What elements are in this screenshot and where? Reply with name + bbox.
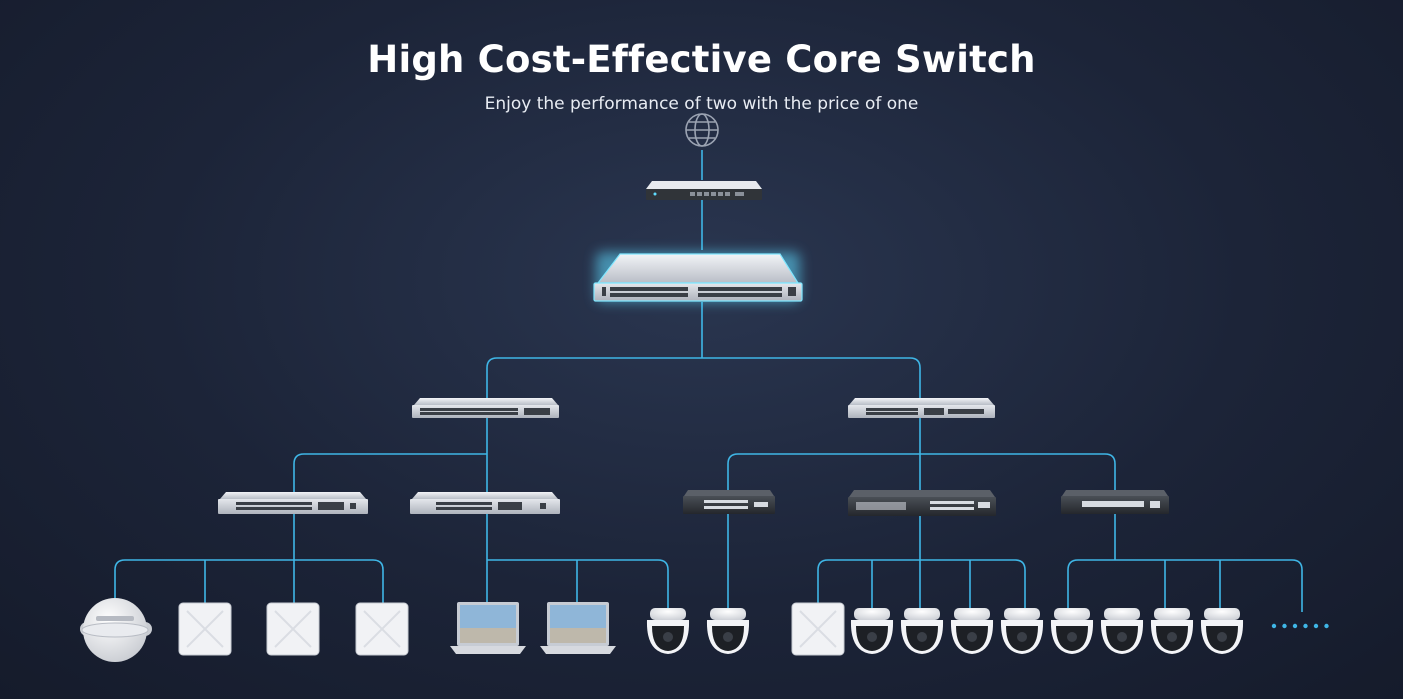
dome-camera-5	[950, 608, 994, 654]
dome-camera-6	[1000, 608, 1044, 654]
dome-camera-4	[900, 608, 944, 654]
globe-icon	[685, 113, 719, 147]
access-switch-1	[218, 492, 368, 514]
link-access4-endpoints	[817, 516, 1026, 608]
access-switch-3	[683, 490, 775, 514]
page-title: High Cost-Effective Core Switch	[367, 38, 1036, 81]
access-switch-5	[1061, 490, 1169, 514]
links	[114, 150, 1303, 612]
dome-camera-7	[1050, 608, 1094, 654]
link-agg-right-access	[727, 418, 1116, 490]
link-core-aggregation	[486, 302, 921, 398]
dome-camera-8	[1100, 608, 1144, 654]
outdoor-access-point	[80, 598, 152, 662]
ceiling-access-point-3	[355, 602, 409, 656]
ceiling-access-point-1	[178, 602, 232, 656]
core-switch	[593, 252, 803, 302]
ellipsis-icon	[1271, 623, 1329, 629]
aggregation-switch-left	[412, 398, 559, 418]
laptop-2	[540, 602, 616, 654]
dome-camera-2	[706, 608, 750, 654]
aggregation-switch-right	[848, 398, 995, 418]
ceiling-access-point-2	[266, 602, 320, 656]
page-subtitle: Enjoy the performance of two with the pr…	[484, 94, 919, 114]
access-switch-2	[410, 492, 560, 514]
link-access2-endpoints	[486, 514, 669, 608]
link-agg-left-access	[293, 418, 488, 492]
ceiling-access-point-4	[791, 602, 845, 656]
dome-camera-1	[646, 608, 690, 654]
dome-camera-3	[850, 608, 894, 654]
laptop-1	[450, 602, 526, 654]
link-access1-endpoints	[114, 514, 384, 605]
dome-camera-9	[1150, 608, 1194, 654]
dome-camera-10	[1200, 608, 1244, 654]
access-switch-4	[848, 490, 996, 516]
gateway-router	[646, 181, 762, 200]
link-access5-endpoints	[1067, 514, 1303, 612]
